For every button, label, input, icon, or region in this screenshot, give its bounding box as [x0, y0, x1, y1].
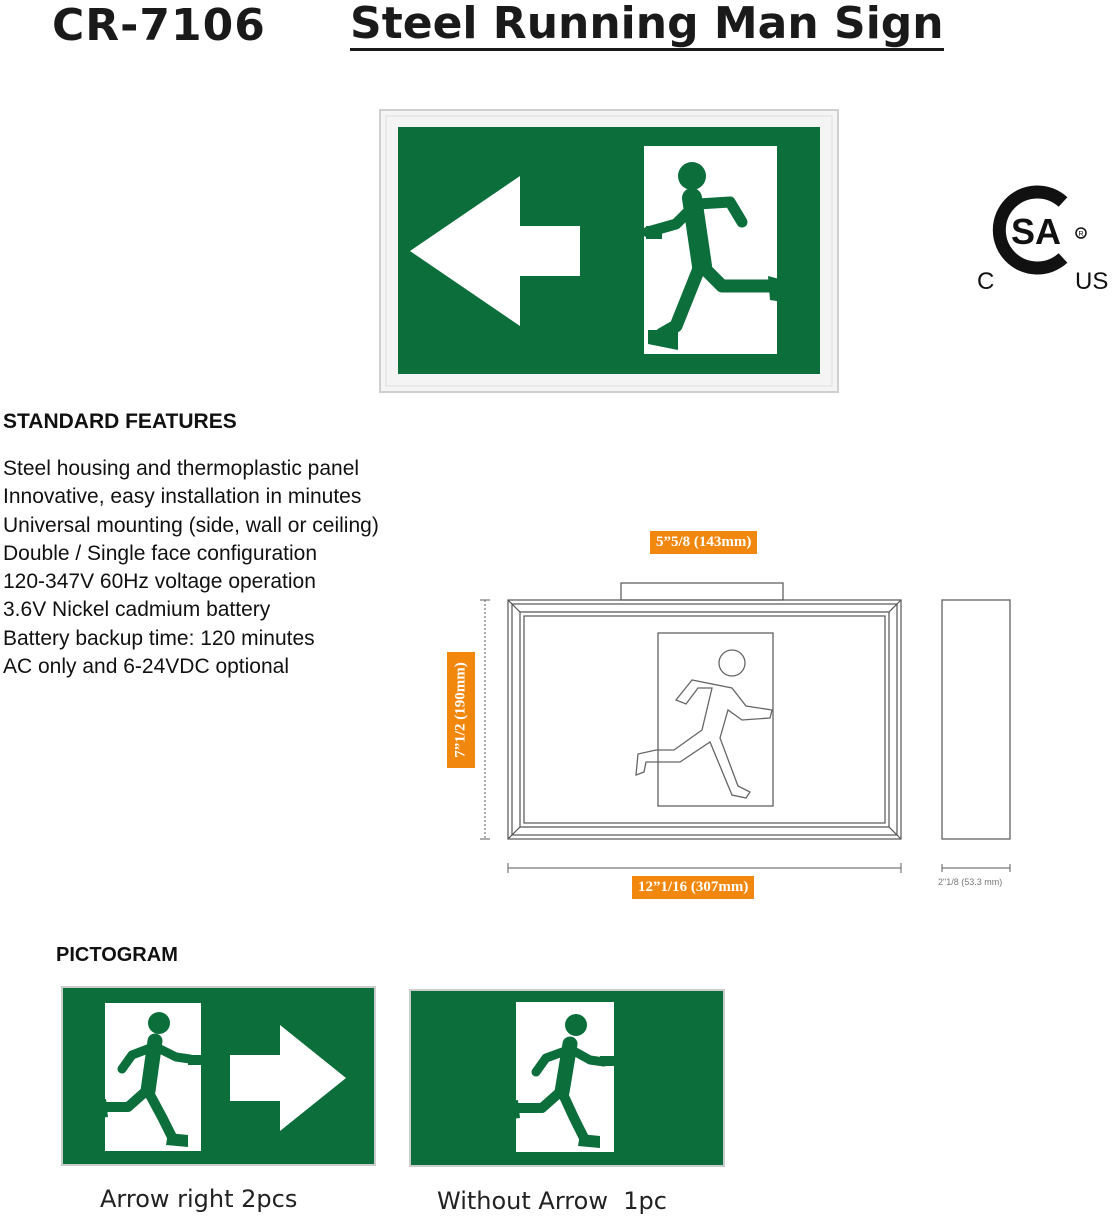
sign-frame-outline — [507, 599, 902, 840]
mount-canopy — [620, 582, 784, 601]
side-view-outline — [941, 599, 1011, 840]
features-heading: STANDARD FEATURES — [3, 410, 237, 433]
feature-item: Universal mounting (side, wall or ceilin… — [3, 513, 379, 537]
feature-item: AC only and 6-24VDC optional — [3, 655, 290, 679]
pictogram-arrow-right-image — [61, 986, 376, 1166]
feature-item: Innovative, easy installation in minutes — [3, 485, 362, 509]
page-title: Steel Running Man Sign — [350, 0, 944, 51]
feature-item: Battery backup time: 120 minutes — [3, 626, 315, 650]
pictogram-heading: PICTOGRAM — [56, 944, 178, 966]
model-number: CR-7106 — [52, 0, 266, 51]
feature-item: 120-347V 60Hz voltage operation — [3, 570, 316, 594]
main-sign-image — [379, 109, 839, 393]
running-man-icon — [90, 1012, 195, 1147]
svg-text:SA: SA — [1011, 211, 1061, 252]
dimension-drawing — [480, 582, 1011, 873]
feature-item: 3.6V Nickel cadmium battery — [3, 598, 271, 622]
arrow-right-icon — [230, 1025, 346, 1131]
features-list: Steel housing and thermoplastic panel In… — [3, 455, 379, 681]
dimension-height-label: 7”1/2 (190mm) — [447, 652, 475, 768]
dimension-width-label: 12”1/16 (307mm) — [632, 876, 755, 899]
arrow-left-icon — [410, 176, 580, 326]
dimension-depth-label: 2"1/8 (53.3 mm) — [938, 877, 1003, 887]
feature-item: Steel housing and thermoplastic panel — [3, 457, 360, 480]
svg-text:R: R — [1078, 231, 1083, 238]
dimension-top-label: 5”5/8 (143mm) — [650, 531, 758, 554]
csa-c-label: C — [977, 268, 995, 295]
running-man-outline-icon — [635, 649, 773, 799]
csa-certification-icon: SA R — [992, 185, 1087, 275]
csa-us-label: US — [1075, 268, 1109, 295]
feature-item: Double / Single face configuration — [3, 541, 318, 565]
pictogram-caption-arrow-right: Arrow right 2pcs — [100, 1185, 298, 1213]
running-man-icon — [642, 162, 798, 350]
running-man-icon — [502, 1014, 609, 1148]
pictogram-without-arrow-image — [409, 989, 725, 1167]
pictogram-caption-without-arrow: Without Arrow 1pc — [437, 1187, 667, 1215]
